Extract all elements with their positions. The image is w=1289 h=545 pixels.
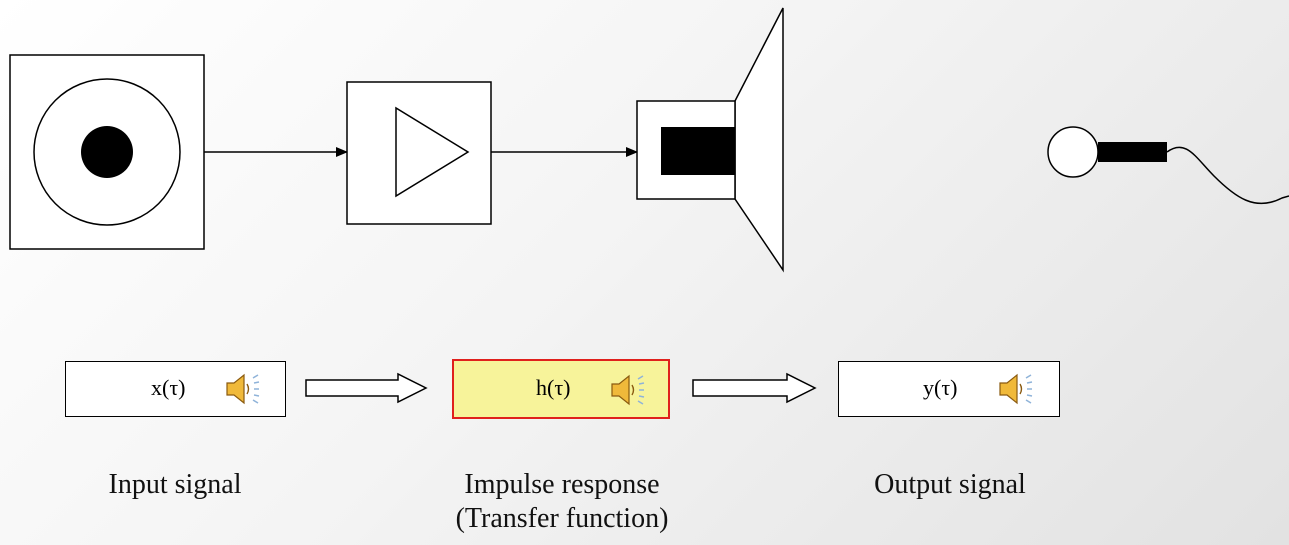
speaker-volume-icon[interactable] [609, 373, 645, 407]
transfer-function-box: h(τ) [452, 359, 670, 419]
output-signal-caption: Output signal [820, 468, 1080, 502]
caption-line: (Transfer function) [455, 503, 669, 534]
speaker-volume-icon[interactable] [997, 372, 1033, 406]
flow-arrow [305, 372, 428, 404]
input-signal-caption: Input signal [55, 468, 295, 502]
speaker-volume-icon[interactable] [224, 372, 260, 406]
output-signal-box: y(τ) [838, 361, 1060, 417]
input-signal-box: x(τ) [65, 361, 286, 417]
amplifier-icon [346, 81, 492, 225]
transfer-function-caption: Impulse response (Transfer function) [392, 468, 732, 536]
loudspeaker-icon [636, 7, 784, 273]
sound-source-icon [9, 54, 205, 250]
output-signal-label: y(τ) [923, 375, 958, 400]
flow-arrow [692, 372, 817, 404]
input-signal-label: x(τ) [151, 375, 186, 400]
caption-line: Impulse response [464, 469, 660, 500]
caption-line: Input signal [108, 469, 242, 500]
caption-line: Output signal [874, 469, 1026, 500]
microphone-icon [1047, 126, 1289, 205]
transfer-function-label: h(τ) [536, 375, 571, 400]
